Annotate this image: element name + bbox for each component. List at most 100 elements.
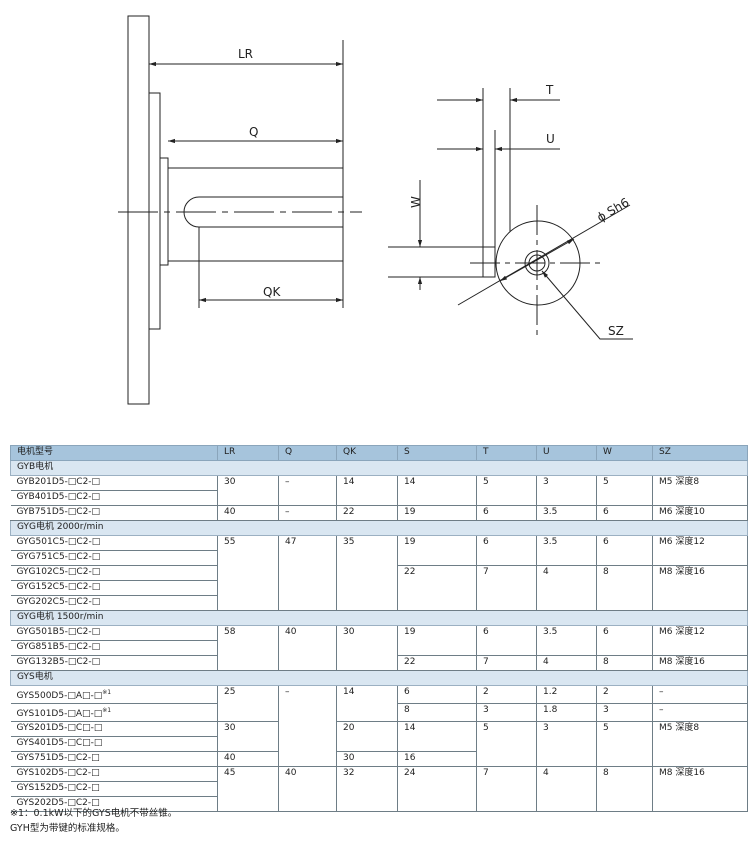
group-row: GYG电机 2000r/min [10,520,748,536]
header-w: W [596,445,653,461]
key-outline [183,196,343,228]
table-row: GYS201D5-□C□-□ 30 20 14 5 3 5 M5 深度8 [10,721,748,767]
header-qk: QK [336,445,398,461]
group-label: GYG电机 2000r/min [10,520,748,536]
group-label: GYS电机 [10,670,748,686]
w-cell: 5 [596,721,653,767]
q-cell: 40 [278,625,337,671]
model-cell: GYG501B5-□C2-□ [10,625,218,641]
qk-cell: 14 [336,685,398,722]
sz-cell: M5 深度8 [652,475,748,506]
note-mark: ※1 [102,707,112,714]
sh6-label: ϕ Sh6 [595,195,632,224]
u-cell: 3.5 [536,505,597,521]
q-cell: 40 [278,766,337,812]
shaft-dimension-drawing: LR Q QK T U W ϕ Sh6 SZ [118,15,633,405]
group-row: GYB电机 [10,460,748,476]
t-cell: 2 [476,685,537,704]
sz-cell: M8 深度16 [652,766,748,812]
table-row: GYG501B5-□C2-□ 58 40 30 19 6 3.5 6 M6 深度… [10,625,748,671]
u-cell: 4 [536,766,597,812]
lr-cell: 58 [217,625,279,671]
model-cell: GYG102C5-□C2-□ [10,565,218,581]
u-cell: 3.5 [536,625,597,656]
lr-cell: 40 [217,751,279,767]
t-cell: 3 [476,703,537,722]
lr-cell: 30 [217,475,279,506]
w-cell: 8 [596,565,653,611]
q-cell: – [278,505,337,521]
footnotes: ※1：0.1kW以下的GYS电机不带丝锥。 GYH型为带键的标准规格。 [10,806,177,836]
header-u: U [536,445,597,461]
t-cell: 6 [476,535,537,566]
model-cell: GYS202D5-□C2-□ [10,796,218,812]
w-cell: 2 [596,685,653,704]
lr-label: LR [238,47,253,61]
s-cell: 24 [397,766,477,812]
u-cell: 1.8 [536,703,597,722]
qk-label: QK [263,285,281,299]
sz-cell: M6 深度12 [652,535,748,566]
s-cell: 22 [397,565,477,611]
model-cell: GYG152C5-□C2-□ [10,580,218,596]
header-t: T [476,445,537,461]
note-mark: ※1 [102,689,112,696]
group-row: GYG电机 1500r/min [10,610,748,626]
lr-cell: 55 [217,535,279,611]
q-cell: – [278,475,337,506]
model-name: GYS500D5-□A□-□ [16,691,103,701]
shaft-body [167,167,344,262]
w-cell: 3 [596,703,653,722]
header-sz: SZ [652,445,748,461]
model-cell: GYS101D5-□A□-□※1 [10,703,218,722]
header-lr: LR [217,445,279,461]
u-cell: 3 [536,475,597,506]
u-cell: 3.5 [536,535,597,566]
table-row: GYB751D5-□C2-□ 40 – 22 19 6 3.5 6 M6 深度1… [10,505,748,521]
s-cell: 14 [397,475,477,506]
lr-cell: 30 [217,721,279,752]
header-q: Q [278,445,337,461]
t-cell: 5 [476,475,537,506]
lr-cell: 25 [217,685,279,722]
group-row: GYS电机 [10,670,748,686]
keyway [482,246,496,278]
w-cell: 6 [596,535,653,566]
model-cell: GYG132B5-□C2-□ [10,655,218,671]
s-cell: 19 [397,535,477,566]
u-cell: 3 [536,721,597,767]
sz-cell: M6 深度12 [652,625,748,656]
sz-cell: – [652,685,748,704]
qk-cell: 14 [336,475,398,506]
qk-cell: 22 [336,505,398,521]
table-row: GYS500D5-□A□-□※1 25 – 14 6 2 1.2 2 – [10,685,748,767]
w-cell: 6 [596,625,653,656]
spigot [148,92,161,330]
table-row: GYS102D5-□C2-□ 45 40 32 24 7 4 8 M8 深度16 [10,766,748,812]
model-cell: GYG202C5-□C2-□ [10,595,218,611]
header-model: 电机型号 [10,445,218,461]
t-cell: 6 [476,505,537,521]
footnote-1: ※1：0.1kW以下的GYS电机不带丝锥。 [10,808,178,819]
s-cell: 22 [397,655,477,671]
u-cell: 4 [536,655,597,671]
w-cell: 5 [596,475,653,506]
t-cell: 7 [476,565,537,611]
table-row: GYG501C5-□C2-□ 55 47 35 19 6 3.5 6 M6 深度… [10,535,748,611]
group-label: GYG电机 1500r/min [10,610,748,626]
model-name: GYS101D5-□A□-□ [16,709,103,719]
model-cell: GYG851B5-□C2-□ [10,640,218,656]
table-row: GYG102C5-□C2-□ 22 7 4 8 M8 深度16 [10,565,748,611]
s-cell: 8 [397,703,477,722]
u-cell: 4 [536,565,597,611]
sz-cell: M8 深度16 [652,565,748,611]
qk-cell: 35 [336,535,398,611]
table-row: GYS751D5-□C2-□ 40 30 16 [10,751,748,767]
model-cell: GYS751D5-□C2-□ [10,751,218,767]
model-cell: GYB751D5-□C2-□ [10,505,218,521]
w-cell: 8 [596,766,653,812]
s-cell: 19 [397,505,477,521]
t-cell: 6 [476,625,537,656]
model-cell: GYS102D5-□C2-□ [10,766,218,782]
model-cell: GYG751C5-□C2-□ [10,550,218,566]
